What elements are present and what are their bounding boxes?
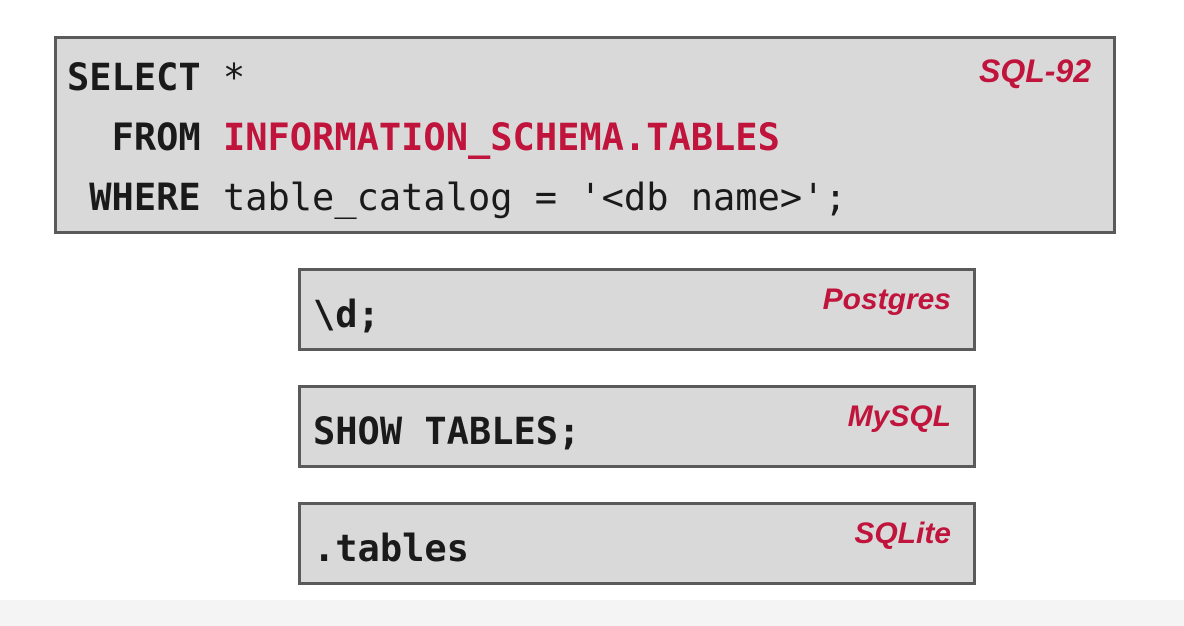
sql-line-where: WHERE table_catalog = '<db name>'; <box>67 176 847 219</box>
sql92-code-box: SQL-92 SELECT * FROM INFORMATION_SCHEMA.… <box>54 36 1116 234</box>
select-star: * <box>200 56 246 99</box>
sql-line-select: SELECT * <box>67 59 245 96</box>
sql-line-from: FROM INFORMATION_SCHEMA.TABLES <box>67 119 780 156</box>
mysql-code-box: MySQL SHOW TABLES; <box>298 385 976 468</box>
sqlite-dialect-label: SQLite <box>854 517 951 550</box>
mysql-dialect-label: MySQL <box>847 400 951 433</box>
postgres-code-box: Postgres \d; <box>298 268 976 351</box>
where-condition: table_catalog = '<db name>'; <box>200 176 847 219</box>
sqlite-code-box: SQLite .tables <box>298 502 976 585</box>
sqlite-command: .tables <box>313 527 469 570</box>
from-separator <box>201 116 223 159</box>
from-indent <box>67 116 112 159</box>
where-indent <box>67 176 89 219</box>
mysql-command: SHOW TABLES; <box>313 410 581 453</box>
postgres-command: \d; <box>313 293 380 336</box>
information-schema-table: INFORMATION_SCHEMA.TABLES <box>222 116 780 159</box>
where-keyword: WHERE <box>89 176 201 219</box>
footer-strip <box>0 600 1184 626</box>
select-keyword: SELECT <box>67 56 201 99</box>
sql92-dialect-label: SQL-92 <box>978 53 1091 89</box>
from-keyword: FROM <box>111 116 201 159</box>
postgres-dialect-label: Postgres <box>822 283 951 316</box>
